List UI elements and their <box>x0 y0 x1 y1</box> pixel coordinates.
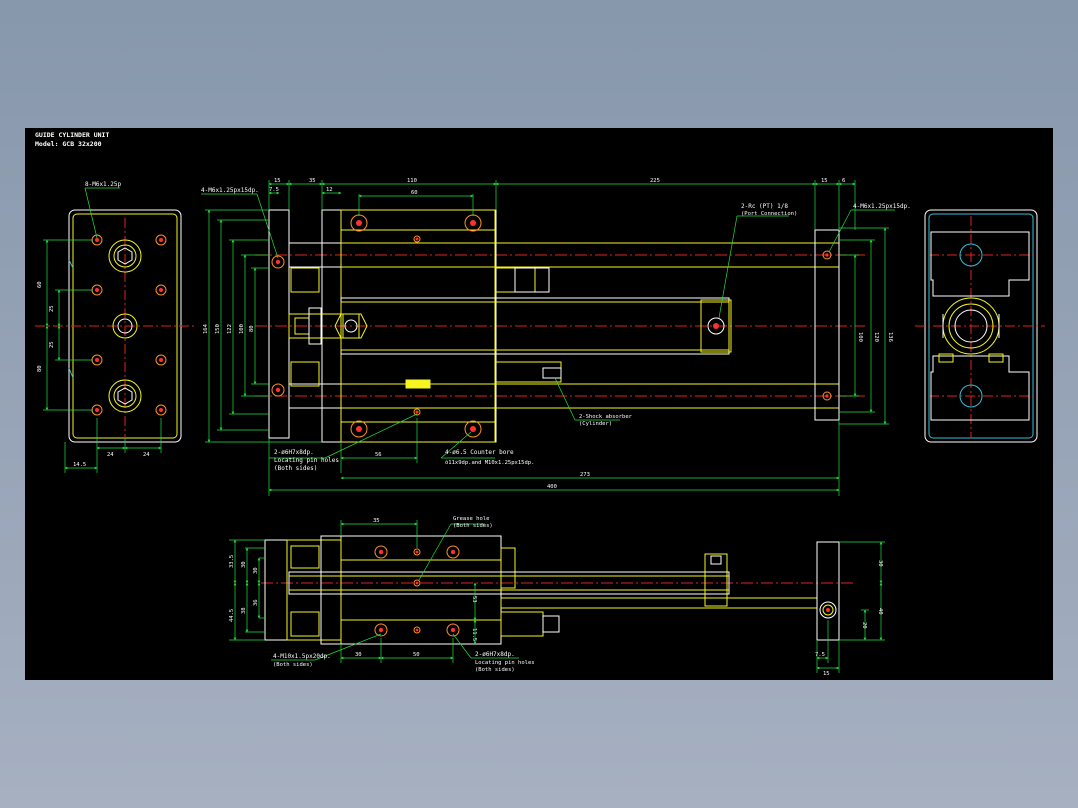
note-shock-2: (Cylinder) <box>579 421 612 427</box>
note-grease-1: Grease hole <box>453 516 489 522</box>
dim-80: 80 <box>249 325 255 332</box>
dim-15b: 15 <box>821 178 828 184</box>
note-shock-1: 2-Shock absorber <box>579 414 633 420</box>
dim-low-33-5: 33.5 <box>229 555 235 568</box>
note-counter-1: 4-ø6.5 Counter bore <box>445 449 514 456</box>
dim-low-38: 38 <box>241 607 247 614</box>
note-locating-3: (Both sides) <box>274 465 317 472</box>
dim-low-30d: 30 <box>355 652 362 658</box>
dim-122: 122 <box>227 324 233 334</box>
note-pin-3: (Both sides) <box>475 667 515 673</box>
left-end-view: 60 25 25 80 14.5 24 24 8-M6x1.25p <box>35 181 195 473</box>
dim-end-25a: 25 <box>49 305 55 312</box>
dim-100: 100 <box>239 324 245 334</box>
note-m6-right: 4-M6x1.25px15dp. <box>853 203 911 210</box>
note-m6-depth: 4-M6x1.25px15dp. <box>201 187 259 194</box>
dim-low-30c: 30 <box>877 560 883 567</box>
dim-low-53: 53 <box>471 596 477 603</box>
dim-low-40: 40 <box>877 608 883 615</box>
note-pin-2: Locating pin holes <box>475 660 535 666</box>
dim-35: 35 <box>309 178 316 184</box>
dim-end-24b: 24 <box>143 452 150 458</box>
note-tap-1: 4-M10x1.5px20dp. <box>273 653 331 660</box>
note-tap-2: (Both sides) <box>273 662 313 668</box>
dim-low-30a: 30 <box>241 561 247 568</box>
dim-end-25b: 25 <box>49 341 55 348</box>
cad-drawing: GUIDE CYLINDER UNIT Model: GCB 32x200 <box>35 131 1045 677</box>
dim-low-7-5: 7.5 <box>815 652 825 658</box>
note-grease-2: (Both sides) <box>453 523 493 529</box>
dim-end-80: 80 <box>37 365 43 372</box>
lower-side-view: 35 Grease hole (Both sides) 33.5 30 30 4… <box>229 516 885 677</box>
dim-low-20: 20 <box>861 622 867 629</box>
dim-low-35: 35 <box>373 518 380 524</box>
dim-low-36: 36 <box>253 599 259 606</box>
dim-60: 60 <box>411 190 418 196</box>
drawing-canvas[interactable]: GUIDE CYLINDER UNIT Model: GCB 32x200 <box>25 128 1053 680</box>
dim-56: 56 <box>375 452 382 458</box>
dim-low-11-5: 11.5 <box>471 628 477 641</box>
title-block: GUIDE CYLINDER UNIT Model: GCB 32x200 <box>35 131 109 148</box>
dim-end-14-5: 14.5 <box>73 462 86 468</box>
dim-r136: 136 <box>887 332 893 342</box>
note-locating-2: Locating pin holes <box>274 457 339 464</box>
dim-273: 273 <box>580 472 590 478</box>
title-line-1: GUIDE CYLINDER UNIT <box>35 131 109 139</box>
dim-6: 6 <box>842 178 845 184</box>
note-port-2: (Port Connection) <box>741 211 797 217</box>
note-counter-2: ô11x9dp.and M10x1.25px15dp. <box>445 459 534 466</box>
dim-end-60: 60 <box>37 281 43 288</box>
dim-low-44-5: 44.5 <box>229 609 235 622</box>
note-locating-1: 2-ø6H7x8dp. <box>274 449 314 456</box>
dim-r100: 100 <box>857 332 863 342</box>
dim-12: 12 <box>326 187 333 193</box>
title-line-2: Model: GCB 32x200 <box>35 140 102 148</box>
dim-7-5: 7.5 <box>269 187 279 193</box>
note-pin-1: 2-ø6H7x8dp. <box>475 651 515 658</box>
dim-110: 110 <box>407 178 417 184</box>
dim-low-30b: 30 <box>253 567 259 574</box>
right-end-view <box>915 209 1045 443</box>
dim-end-24a: 24 <box>107 452 114 458</box>
dim-low-15: 15 <box>823 671 830 677</box>
dim-150: 150 <box>215 324 221 334</box>
dim-164: 164 <box>203 323 209 334</box>
dim-400: 400 <box>547 484 557 490</box>
dim-15: 15 <box>274 178 281 184</box>
dim-225: 225 <box>650 178 660 184</box>
dim-low-50: 50 <box>413 652 420 658</box>
dim-r120: 120 <box>873 332 879 342</box>
note-port-1: 2-Rc (PT) 1/8 <box>741 203 788 210</box>
main-top-view: 15 35 110 225 15 6 7.5 12 60 164 150 122… <box>201 178 911 496</box>
note-m6-holes: 8-M6x1.25p <box>85 181 122 188</box>
